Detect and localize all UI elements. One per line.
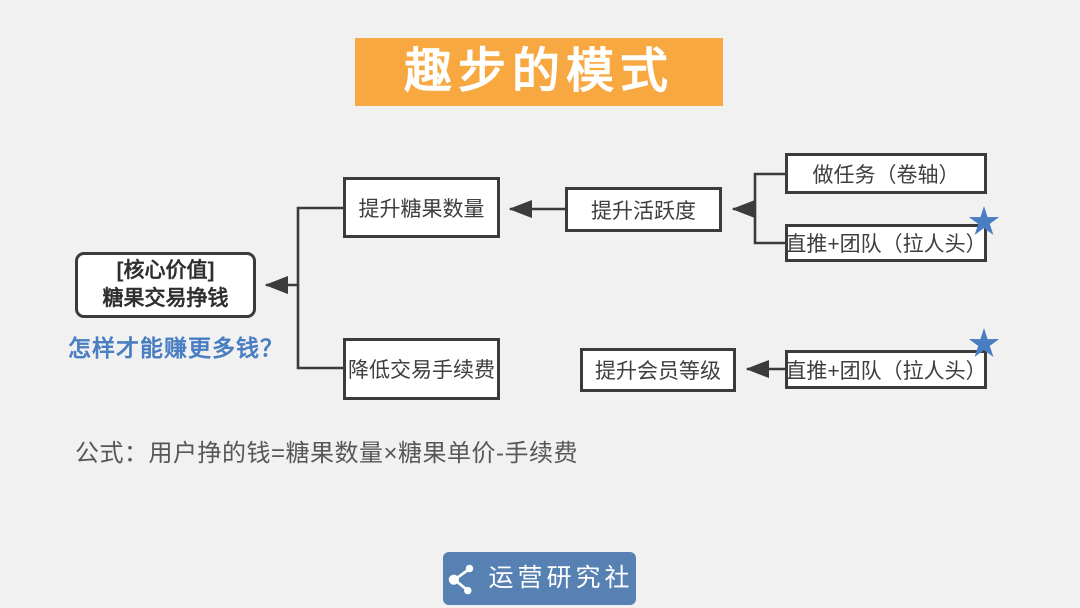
box-referral-top: 直推+团队（拉人头） <box>785 224 987 262</box>
box-lower-fee: 降低交易手续费 <box>343 338 500 400</box>
share-icon <box>449 564 474 594</box>
star-icon <box>968 206 1000 235</box>
box-increase-activity: 提升活跃度 <box>565 187 722 232</box>
box-do-tasks: 做任务（卷轴） <box>785 153 987 194</box>
box-referral-bottom: 直推+团队（拉人头） <box>785 350 987 389</box>
title-banner: 趣步的模式 <box>355 38 723 106</box>
box-increase-candy: 提升糖果数量 <box>343 177 500 238</box>
core-value-tag: [核心价值] <box>116 258 215 282</box>
box-core-value: [核心价值] 糖果交易挣钱 <box>75 252 256 318</box>
core-value-label: 糖果交易挣钱 <box>102 287 229 310</box>
question-text: 怎样才能赚更多钱？ <box>68 335 284 361</box>
box-member-level: 提升会员等级 <box>580 348 736 392</box>
brand-badge: 运营研究社 <box>443 552 636 605</box>
page-title: 趣步的模式 <box>403 45 674 98</box>
star-icon <box>968 328 1000 357</box>
brand-name: 运营研究社 <box>488 564 634 592</box>
formula-text: 公式：用户挣的钱=糖果数量×糖果单价-手续费 <box>75 440 579 467</box>
